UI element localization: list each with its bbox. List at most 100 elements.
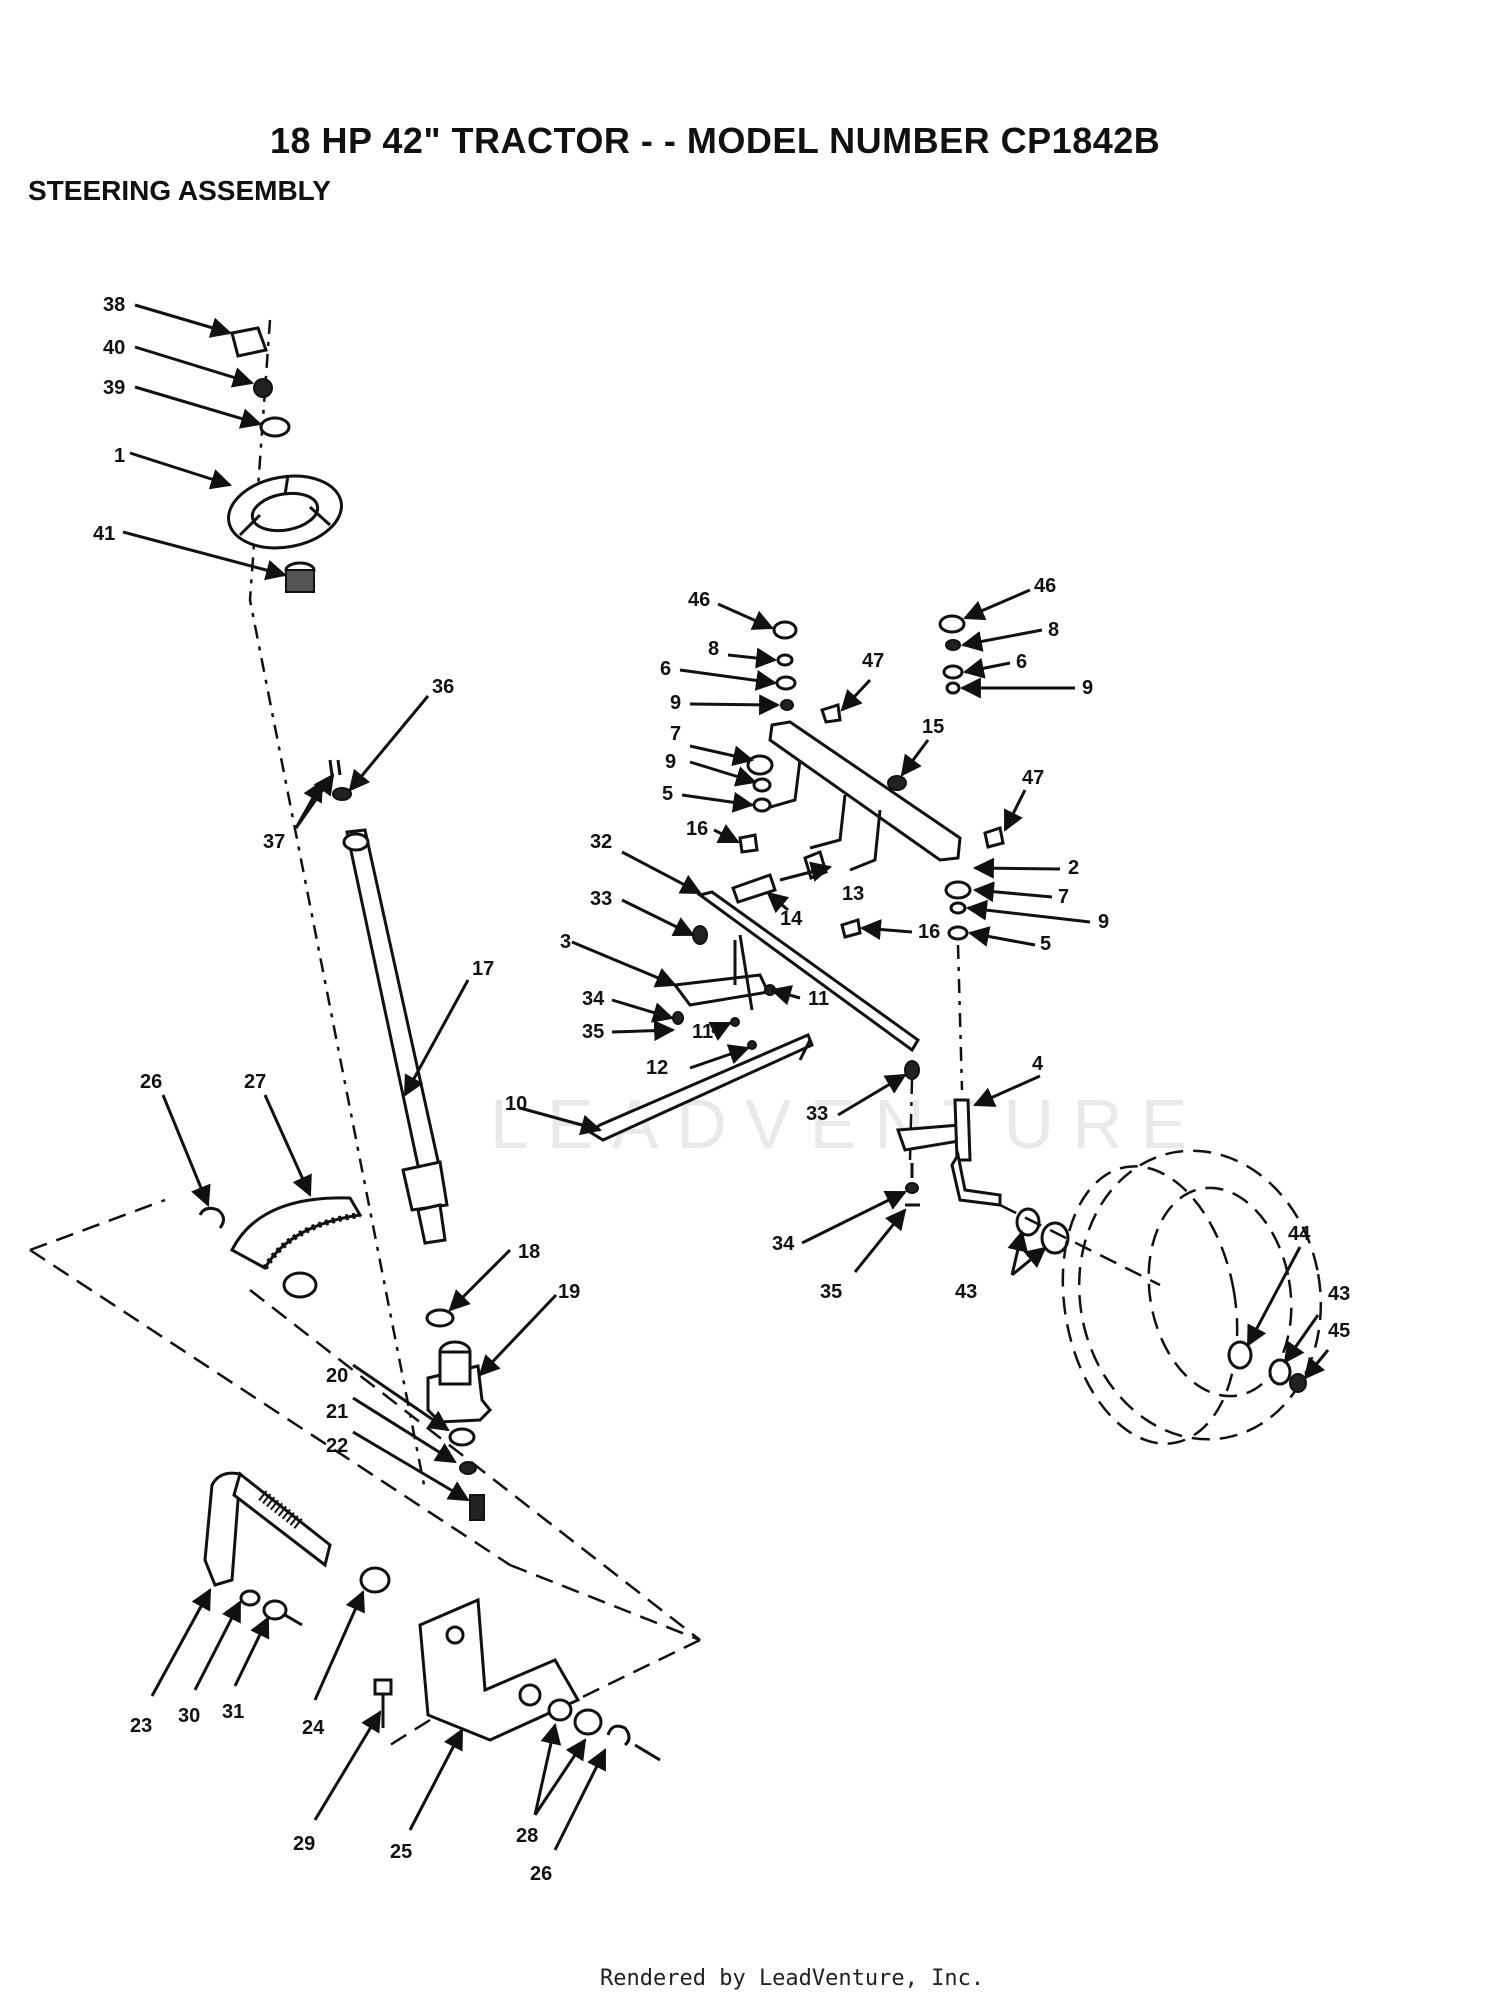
part-28-washer xyxy=(573,1708,603,1736)
callout-32: 32 xyxy=(590,831,612,853)
callout-24: 24 xyxy=(302,1717,325,1739)
callout-7: 7 xyxy=(670,723,681,745)
part-24-bushing xyxy=(359,1566,391,1594)
part-31-nut xyxy=(262,1599,288,1621)
callout-3: 3 xyxy=(560,931,571,953)
callout-33: 33 xyxy=(806,1103,828,1125)
part-9-bearing xyxy=(752,777,772,793)
part-41-adapter xyxy=(284,561,316,593)
part-8-nut xyxy=(945,639,961,651)
part-7-bushing xyxy=(944,880,972,900)
part-16-pin xyxy=(840,918,862,939)
frame-dash-line xyxy=(29,1198,166,1252)
callout-15: 15 xyxy=(922,716,944,738)
part-34-washer xyxy=(905,1182,919,1194)
part-39-washer xyxy=(259,416,291,438)
callout-12: 12 xyxy=(646,1057,668,1079)
callout-20: 20 xyxy=(326,1365,348,1387)
part-45-nut xyxy=(1289,1373,1307,1393)
callout-6: 6 xyxy=(660,658,671,680)
callout-5: 5 xyxy=(1040,933,1051,955)
callout-34: 34 xyxy=(582,988,605,1010)
callout-41: 41 xyxy=(93,523,115,545)
ball-joint-axis xyxy=(908,1079,914,1161)
part-36-bushing xyxy=(332,787,352,801)
callout-9: 9 xyxy=(670,692,681,714)
part-23-pitman-arm xyxy=(203,1471,242,1587)
part-38-cap xyxy=(230,326,268,358)
part-9-bearing xyxy=(945,681,961,695)
part-46-cap xyxy=(938,614,966,634)
callout-34: 34 xyxy=(772,1233,795,1255)
callout-4: 4 xyxy=(1032,1053,1044,1075)
part-2-front-axle xyxy=(768,720,962,862)
part-12-bolt xyxy=(747,1040,757,1050)
part-25-bracket xyxy=(389,1597,581,1747)
callout-13: 13 xyxy=(842,883,864,905)
callout-44: 44 xyxy=(1288,1223,1311,1245)
callout-1: 1 xyxy=(114,445,125,467)
part-43-washer xyxy=(1268,1358,1292,1386)
part-23-pitman-shaft xyxy=(232,1471,332,1568)
callout-47: 47 xyxy=(1022,767,1044,789)
callout-35: 35 xyxy=(582,1021,604,1043)
callout-40: 40 xyxy=(103,337,125,359)
callout-14: 14 xyxy=(780,908,803,930)
tie-rod-group xyxy=(587,890,920,1161)
part-43-washer xyxy=(1015,1207,1041,1237)
part-20-washer xyxy=(448,1427,476,1447)
part-6-washer xyxy=(775,675,797,691)
part-26-clip xyxy=(606,1724,631,1747)
callout-22: 22 xyxy=(326,1435,348,1457)
part-15-nut xyxy=(887,775,907,791)
part-5-washer xyxy=(752,797,772,813)
part-40-nut xyxy=(253,378,273,398)
part-37-pins xyxy=(328,759,342,776)
callout-26: 26 xyxy=(140,1071,162,1093)
part-19-bracket xyxy=(426,1340,493,1424)
part-9-bearing xyxy=(780,699,794,711)
footer-credit: Rendered by LeadVenture, Inc. xyxy=(600,1966,985,1991)
spindle-axis-line xyxy=(956,944,964,1091)
part-29-bolt xyxy=(373,1678,393,1728)
callout-30: 30 xyxy=(178,1705,200,1727)
part-32-drag-link xyxy=(696,890,920,1053)
leader-lines xyxy=(122,303,1330,1851)
part-5-washer xyxy=(947,925,969,941)
callout-8: 8 xyxy=(708,638,719,660)
callout-labels: 38 40 39 1 41 36 37 17 26 27 18 19 20 21… xyxy=(93,294,1350,1885)
callout-2: 2 xyxy=(1068,857,1079,879)
part-9-bearing xyxy=(949,901,967,915)
watermark-text: LEADVENTURE xyxy=(490,1085,1205,1163)
callout-9: 9 xyxy=(665,751,676,773)
column-axis-line xyxy=(248,319,427,1491)
callout-6: 6 xyxy=(1016,651,1027,673)
callout-11: 11 xyxy=(808,988,829,1010)
part-26-clip xyxy=(198,1206,225,1229)
callout-23: 23 xyxy=(130,1715,152,1737)
callout-16: 16 xyxy=(686,818,708,840)
frame-dash-line xyxy=(29,1248,511,1567)
callout-8: 8 xyxy=(1048,619,1059,641)
callout-29: 29 xyxy=(293,1833,315,1855)
part-1-steering-wheel xyxy=(227,474,343,550)
part-22-bolt xyxy=(469,1494,485,1521)
part-33-ball-joint xyxy=(904,1060,920,1080)
section-title: STEERING ASSEMBLY xyxy=(28,175,331,206)
axle-support-lines xyxy=(759,759,882,872)
part-6-washer xyxy=(942,664,964,680)
callout-36: 36 xyxy=(432,676,454,698)
callout-35: 35 xyxy=(820,1281,842,1303)
part-3-steering-arm xyxy=(672,934,776,1011)
callout-27: 27 xyxy=(244,1071,266,1093)
part-34-washer xyxy=(672,1011,684,1025)
callout-47: 47 xyxy=(862,650,884,672)
callout-16: 16 xyxy=(918,921,940,943)
callout-45: 45 xyxy=(1328,1320,1350,1342)
callout-10: 10 xyxy=(505,1093,527,1115)
callout-25: 25 xyxy=(390,1841,412,1863)
part-33-ball-joint xyxy=(692,925,708,945)
page-title: 18 HP 42" TRACTOR - - MODEL NUMBER CP184… xyxy=(270,120,1161,161)
callout-43: 43 xyxy=(1328,1283,1350,1305)
